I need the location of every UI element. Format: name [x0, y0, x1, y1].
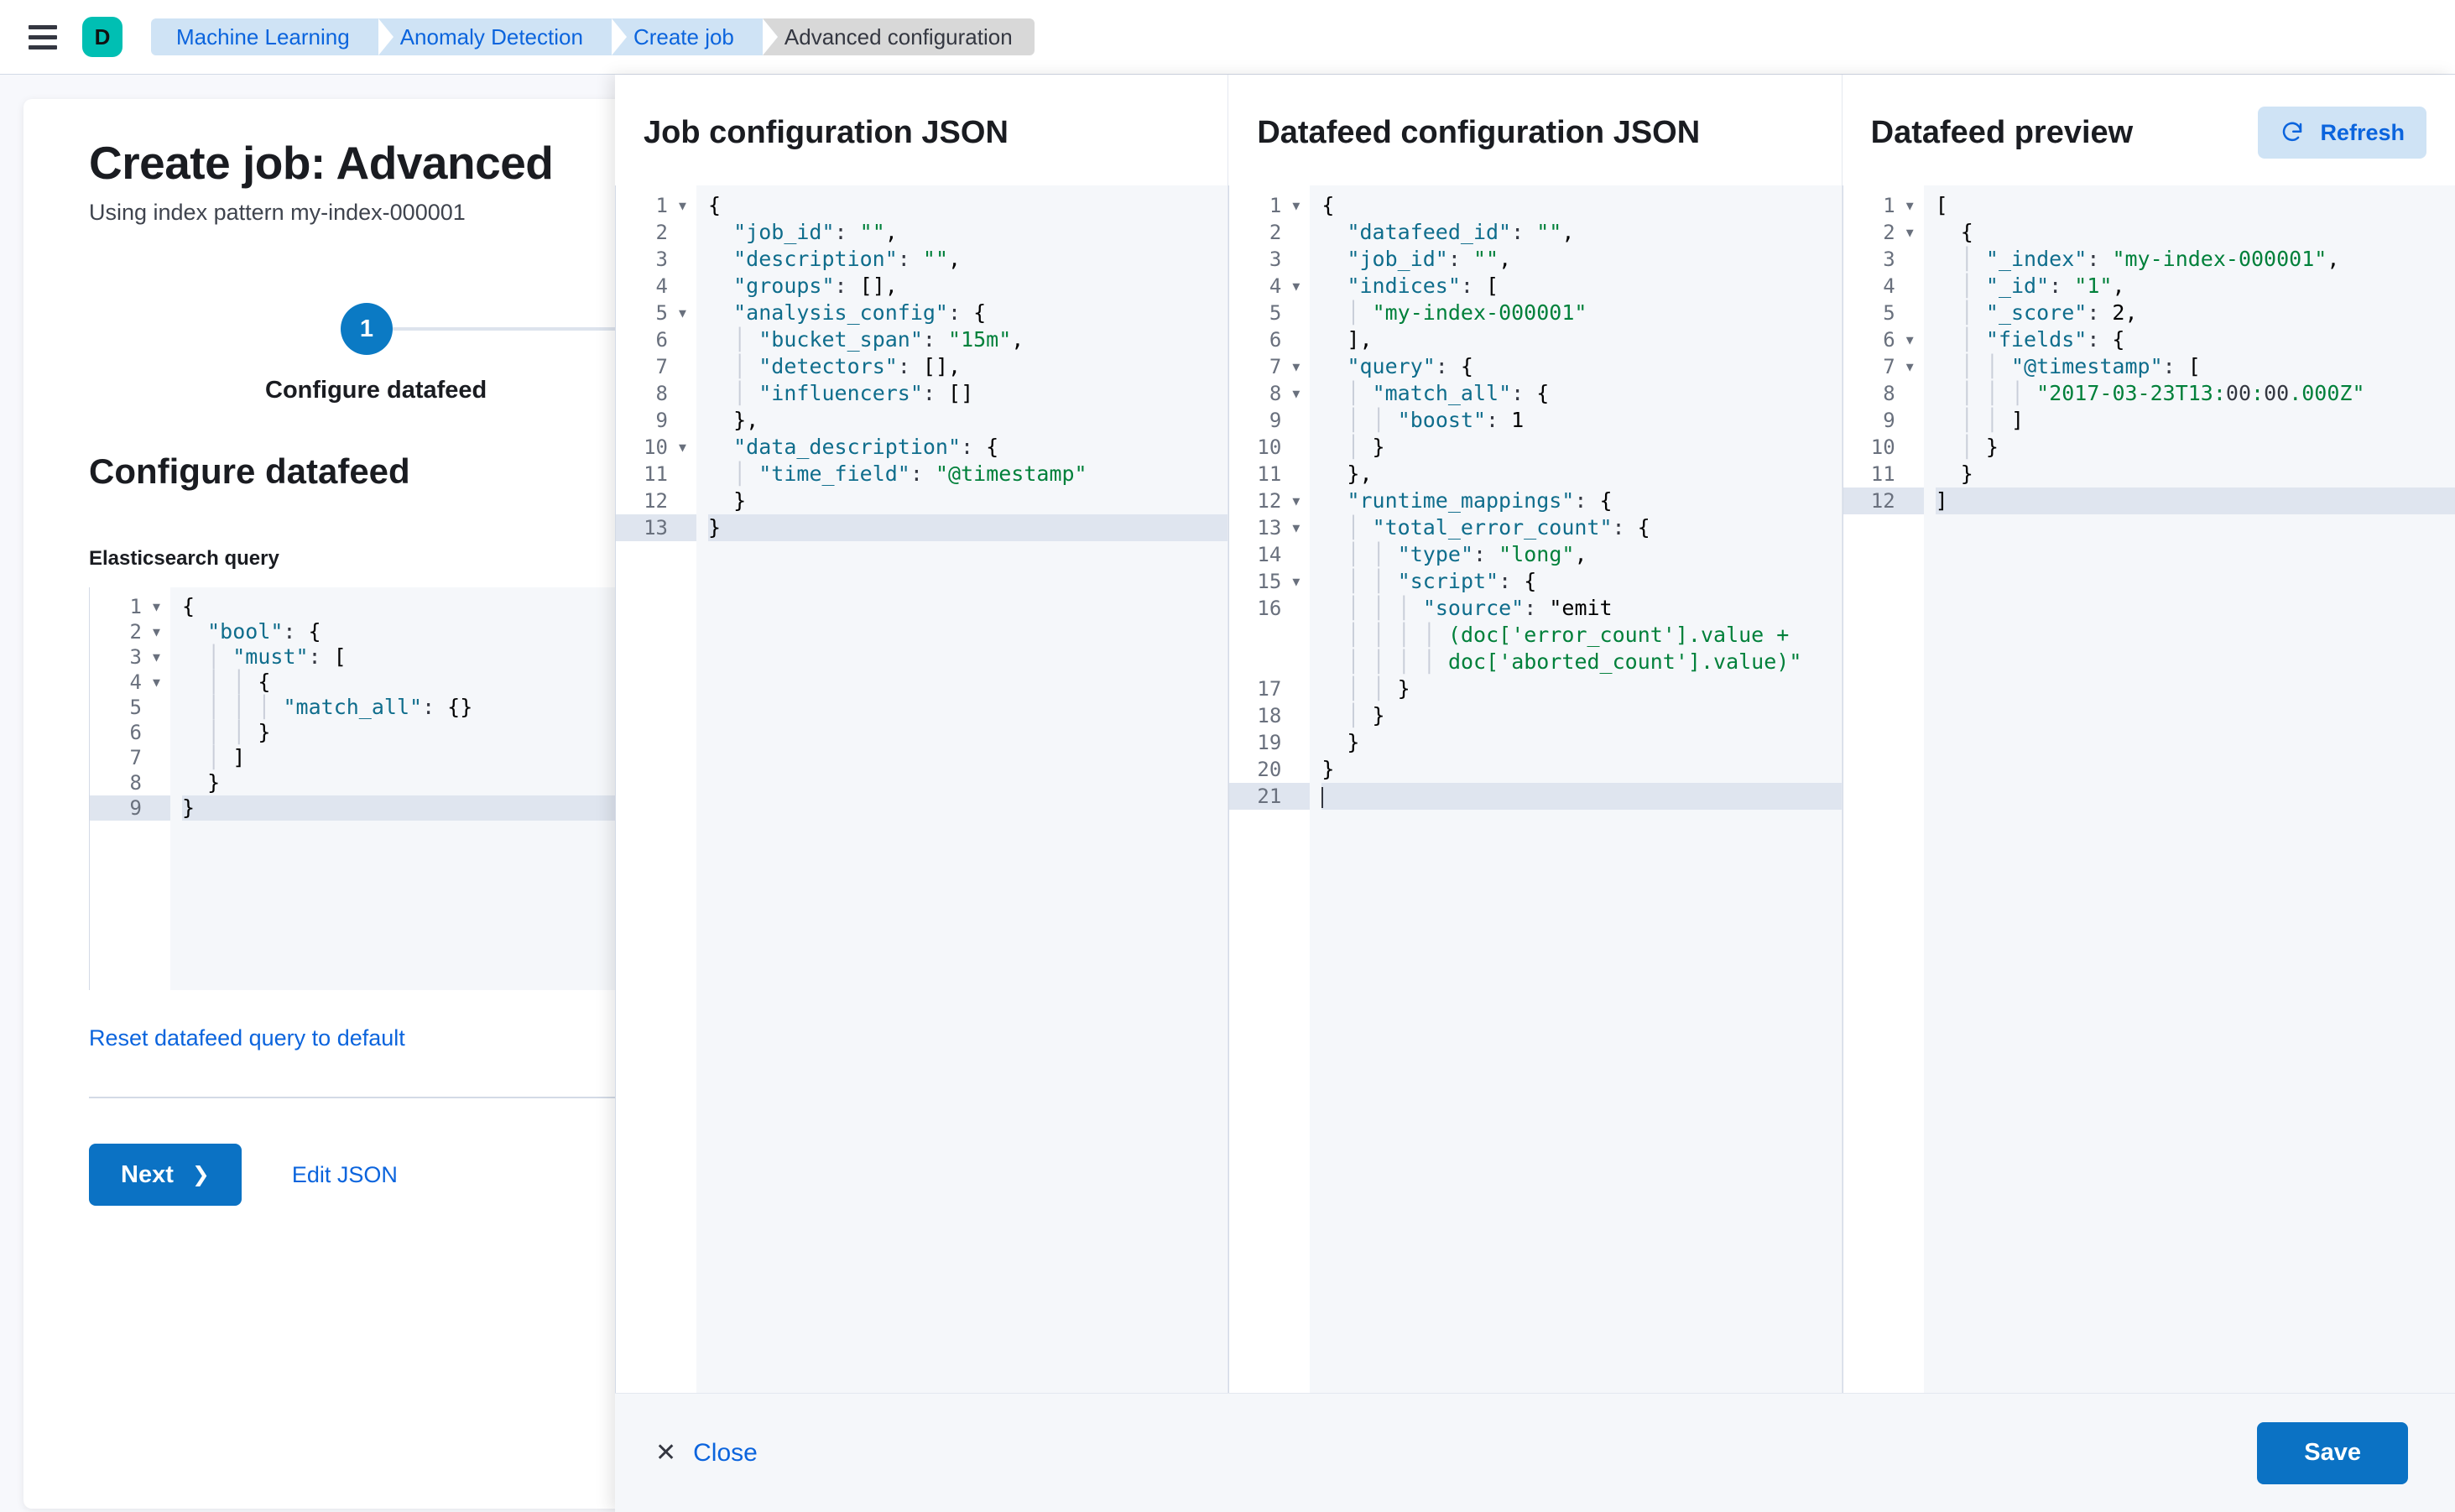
editor-line-numbers: 1▼2▼3▼4▼5▼6▼7▼8▼9▼10▼11▼12▼13▼ — [616, 185, 696, 1393]
refresh-button-label: Refresh — [2320, 119, 2405, 145]
close-button[interactable]: ✕ Close — [655, 1438, 758, 1468]
column-header: Datafeed configuration JSON — [1228, 100, 1841, 165]
close-x-icon: ✕ — [655, 1439, 677, 1467]
column-datafeed-configuration-json: Datafeed configuration JSON 1▼2▼3▼4▼5▼6▼… — [1228, 75, 1842, 1393]
column-title-datafeed-preview: Datafeed preview — [1870, 114, 2134, 150]
edit-json-link[interactable]: Edit JSON — [291, 1161, 398, 1187]
breadcrumb-item-create-job[interactable]: Create job — [611, 18, 778, 55]
app-logo: D — [82, 17, 122, 57]
step-1-indicator[interactable]: 1 — [341, 303, 393, 355]
column-header: Job configuration JSON — [615, 100, 1228, 165]
editor-line-numbers: 1▼2▼3▼4▼5▼6▼7▼8▼9▼10▼11▼12▼ — [1843, 185, 1924, 1393]
editor-code-area[interactable]: { "job_id": "", "description": "", "grou… — [696, 185, 1228, 1393]
reset-datafeed-query-link[interactable]: Reset datafeed query to default — [89, 1025, 405, 1051]
hamburger-menu-icon[interactable] — [29, 19, 64, 55]
breadcrumb: Machine Learning Anomaly Detection Creat… — [151, 18, 1035, 55]
editor-line-numbers: 1▼2▼3▼4▼5▼6▼7▼8▼9▼10▼11▼12▼13▼14▼15▼16▼ … — [1229, 185, 1311, 1393]
editor-line-numbers: 1▼2▼3▼4▼5▼6▼7▼8▼9▼ — [90, 587, 170, 990]
datafeed-configuration-json-editor[interactable]: 1▼2▼3▼4▼5▼6▼7▼8▼9▼10▼11▼12▼13▼14▼15▼16▼ … — [1228, 185, 1842, 1393]
job-configuration-json-editor[interactable]: 1▼2▼3▼4▼5▼6▼7▼8▼9▼10▼11▼12▼13▼ { "job_id… — [615, 185, 1228, 1393]
elasticsearch-query-label: Elasticsearch query — [89, 547, 279, 570]
editor-code-area[interactable]: { "datafeed_id": "", "job_id": "", "indi… — [1310, 185, 1842, 1393]
save-button[interactable]: Save — [2257, 1421, 2408, 1484]
column-title-job-configuration-json: Job configuration JSON — [644, 114, 1009, 150]
datafeed-preview-editor[interactable]: 1▼2▼3▼4▼5▼6▼7▼8▼9▼10▼11▼12▼ [ { │ "_inde… — [1842, 185, 2455, 1393]
breadcrumb-item-anomaly-detection[interactable]: Anomaly Detection — [378, 18, 628, 55]
column-header: Datafeed preview Refresh — [1843, 100, 2455, 165]
column-title-datafeed-configuration-json: Datafeed configuration JSON — [1257, 114, 1701, 150]
flyout-footer: ✕ Close Save — [615, 1393, 2455, 1512]
chevron-right-icon: ❯ — [191, 1163, 210, 1186]
step-1-label: Configure datafeed — [265, 377, 487, 404]
editor-code-area[interactable]: [ { │ "_index": "my-index-000001", │ "_i… — [1924, 185, 2455, 1393]
flyout-body: Job configuration JSON 1▼2▼3▼4▼5▼6▼7▼8▼9… — [615, 75, 2455, 1393]
breadcrumb-item-machine-learning[interactable]: Machine Learning — [151, 18, 394, 55]
section-heading-configure-datafeed: Configure datafeed — [89, 451, 410, 491]
breadcrumb-item-advanced-configuration: Advanced configuration — [762, 18, 1035, 55]
next-button-label: Next — [121, 1160, 174, 1188]
page-title: Create job: Advanced — [89, 137, 554, 189]
page-subtitle: Using index pattern my-index-000001 — [89, 200, 466, 225]
next-button[interactable]: Next ❯ — [89, 1144, 242, 1206]
app-header: D Machine Learning Anomaly Detection Cre… — [0, 0, 2455, 75]
refresh-icon — [2280, 120, 2305, 145]
refresh-button[interactable]: Refresh — [2258, 107, 2426, 159]
advanced-configuration-flyout: Job configuration JSON 1▼2▼3▼4▼5▼6▼7▼8▼9… — [615, 75, 2455, 1512]
wizard-actions: Next ❯ Edit JSON — [89, 1144, 1225, 1206]
column-job-configuration-json: Job configuration JSON 1▼2▼3▼4▼5▼6▼7▼8▼9… — [615, 75, 1228, 1393]
column-datafeed-preview: Datafeed preview Refresh 1▼2▼3▼4▼5▼6▼7▼8… — [1841, 75, 2455, 1393]
close-button-label: Close — [693, 1438, 758, 1467]
